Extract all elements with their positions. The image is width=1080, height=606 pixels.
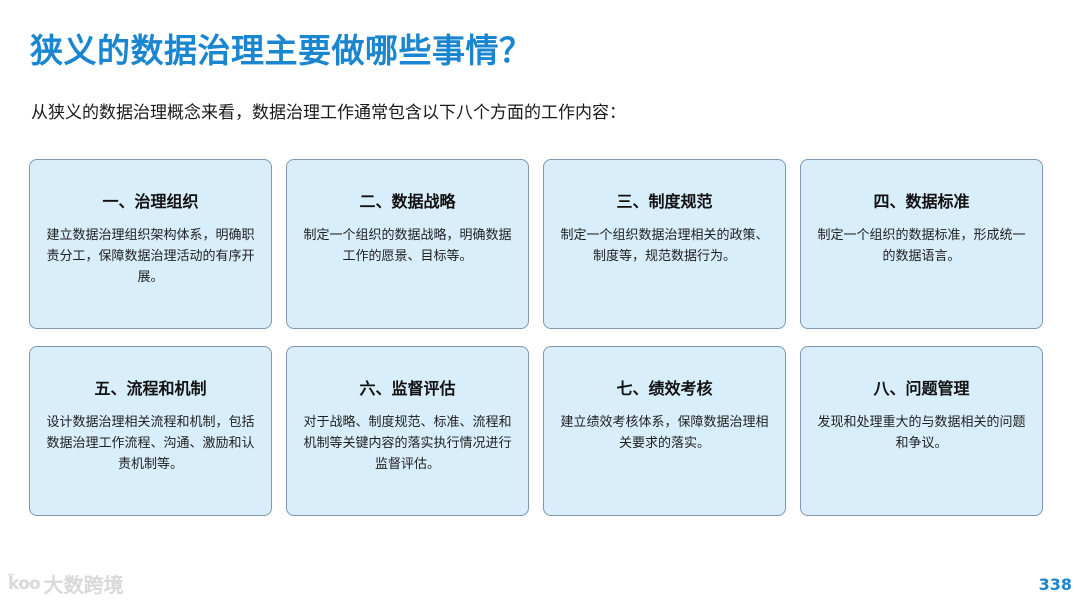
card-desc: 制定一个组织数据治理相关的政策、制度等，规范数据行为。 [560,228,769,264]
cards-grid: 一、治理组织 建立数据治理组织架构体系，明确职责分工，保障数据治理活动的有序开展… [29,159,1043,516]
card-performance: 七、绩效考核 建立绩效考核体系，保障数据治理相关要求的落实。 [543,346,786,516]
card-policies: 三、制度规范 制定一个组织数据治理相关的政策、制度等，规范数据行为。 [543,159,786,329]
card-data-strategy: 二、数据战略 制定一个组织的数据战略，明确数据工作的愿景、目标等。 [286,159,529,329]
card-data-standards: 四、数据标准 制定一个组织的数据标准，形成统一的数据语言。 [800,159,1043,329]
card-title: 五、流程和机制 [94,379,207,398]
card-desc: 制定一个组织的数据战略，明确数据工作的愿景、目标等。 [303,228,512,264]
logo-icon: k̃oo [8,573,41,594]
card-issue-management: 八、问题管理 发现和处理重大的与数据相关的问题和争议。 [800,346,1043,516]
card-title: 七、绩效考核 [616,379,713,398]
card-title: 四、数据标准 [873,192,970,211]
card-title: 三、制度规范 [616,192,713,211]
card-desc: 建立绩效考核体系，保障数据治理相关要求的落实。 [560,415,769,451]
page-subtitle: 从狭义的数据治理概念来看，数据治理工作通常包含以下八个方面的工作内容： [31,103,626,123]
logo-text: 大数跨境 [43,573,124,597]
card-governance-organization: 一、治理组织 建立数据治理组织架构体系，明确职责分工，保障数据治理活动的有序开展… [29,159,272,329]
card-desc: 对于战略、制度规范、标准、流程和机制等关键内容的落实执行情况进行监督评估。 [303,415,512,472]
card-desc: 制定一个组织的数据标准，形成统一的数据语言。 [817,228,1026,264]
page-title: 狭义的数据治理主要做哪些事情？ [30,31,533,70]
card-processes: 五、流程和机制 设计数据治理相关流程和机制，包括数据治理工作流程、沟通、激励和认… [29,346,272,516]
card-title: 六、监督评估 [359,379,456,398]
card-title: 八、问题管理 [873,379,970,398]
watermark-logo: k̃oo 大数跨境 [8,569,124,598]
card-desc: 设计数据治理相关流程和机制，包括数据治理工作流程、沟通、激励和认责机制等。 [46,415,255,472]
card-title: 一、治理组织 [102,192,199,211]
card-desc: 建立数据治理组织架构体系，明确职责分工，保障数据治理活动的有序开展。 [46,228,255,285]
page-number: 338 [1038,575,1072,594]
card-supervision: 六、监督评估 对于战略、制度规范、标准、流程和机制等关键内容的落实执行情况进行监… [286,346,529,516]
card-title: 二、数据战略 [359,192,456,211]
card-desc: 发现和处理重大的与数据相关的问题和争议。 [817,415,1026,451]
